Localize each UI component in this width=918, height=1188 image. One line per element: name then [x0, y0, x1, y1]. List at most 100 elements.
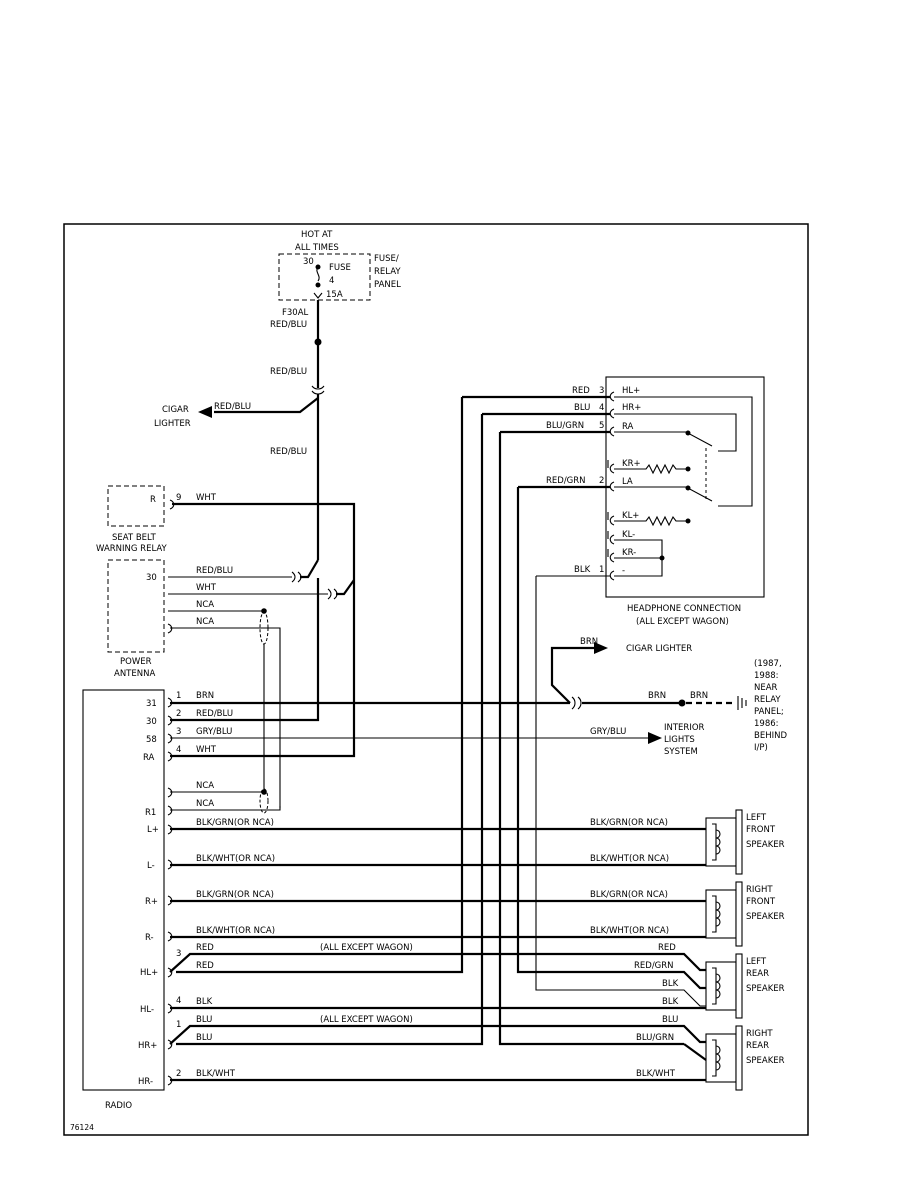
gnd-note-1: (1987,	[754, 659, 782, 669]
hp-term-ra: RA	[622, 422, 634, 432]
hp-la-switch-dot	[685, 485, 691, 491]
radio-hr-blu-1-wire	[169, 1024, 706, 1045]
rf-label-3: SPEAKER	[746, 912, 785, 922]
cigar-lighter-label-1: CIGAR	[162, 405, 189, 415]
cigar-lighter-label-2: LIGHTER	[154, 419, 191, 429]
hp-blk-pin: 1	[599, 565, 604, 575]
hp-term-klplus: KL+	[622, 511, 639, 521]
radio-hrm-label: BLK/WHT	[196, 1069, 236, 1079]
speaker-left-rear	[705, 953, 743, 1019]
radio-nca1-dot	[261, 789, 267, 795]
radio-term-30: 30	[146, 717, 157, 727]
rr-wire-blkwht-label: BLK/WHT	[636, 1069, 676, 1079]
radio-label: RADIO	[105, 1101, 132, 1111]
headphone-label-1: HEADPHONE CONNECTION	[627, 604, 741, 614]
radio-connector	[167, 967, 173, 978]
radio-shield-icon	[259, 788, 269, 814]
seat-belt-relay-label-1: SEAT BELT	[112, 533, 157, 543]
rr-wire-blu-label: BLU	[662, 1015, 678, 1025]
hot-at-label: HOT AT	[301, 230, 333, 240]
radio-term-hrminus: HR-	[138, 1077, 153, 1087]
fuse-connector-chevron	[313, 292, 323, 299]
interior-label-1: INTERIOR	[664, 723, 705, 733]
diagram-frame	[63, 223, 809, 1136]
radio-rplus-label: BLK/GRN(OR NCA)	[196, 890, 274, 900]
radio-brn-label: BRN	[196, 691, 214, 701]
power-antenna-box	[107, 559, 165, 653]
gnd-brn2-label: BRN	[690, 691, 708, 701]
speaker-icon	[705, 881, 743, 947]
hp-term-krminus: KR-	[622, 548, 636, 558]
gnd-note-6: 1986:	[754, 719, 779, 729]
radio-lminus-label: BLK/WHT(OR NCA)	[196, 854, 275, 864]
hp-blugrn-wire	[498, 430, 684, 1046]
gnd-note-2: 1988:	[754, 671, 779, 681]
fuse-label: FUSE	[329, 263, 351, 273]
antenna-redblu-connector	[291, 571, 302, 583]
headphone-label-2: (ALL EXCEPT WAGON)	[636, 617, 729, 627]
hp-blugrn-label: BLU/GRN	[546, 421, 584, 431]
power-antenna-label-2: ANTENNA	[114, 669, 155, 679]
radio-term-ra: RA	[143, 753, 155, 763]
gnd-brn1-label: BRN	[648, 691, 666, 701]
radio-pin-1: 1	[176, 691, 181, 701]
radio-all-except-2: (ALL EXCEPT WAGON)	[320, 1015, 413, 1025]
speaker-icon	[705, 953, 743, 1019]
radio-term-58: 58	[146, 735, 157, 745]
gnd-note-8: I/P)	[754, 743, 768, 753]
radio-pin-4: 4	[176, 745, 181, 755]
lf-wire-minus-label: BLK/WHT(OR NCA)	[590, 854, 669, 864]
lr-label-3: SPEAKER	[746, 984, 785, 994]
radio-nca1-label: NCA	[196, 781, 214, 791]
interior-lights: GRY/BLU INTERIOR LIGHTS SYSTEM	[590, 723, 705, 757]
fuse-panel-label-2: RELAY	[374, 267, 401, 277]
figure-id: 76124	[70, 1123, 94, 1132]
hp-red-pin: 3	[599, 386, 604, 396]
gnd-note-7: BEHIND	[754, 731, 787, 741]
hp-terminal	[609, 391, 615, 402]
speaker-icon	[705, 809, 743, 875]
fuse-amp: 15A	[326, 290, 343, 300]
gnd-cigar-arrow-icon	[594, 642, 608, 654]
radio-pin-2: 2	[176, 709, 181, 719]
interior-label-3: SYSTEM	[664, 747, 698, 757]
radio-term-lminus: L-	[147, 861, 155, 871]
rr-label-1: RIGHT	[746, 1029, 773, 1039]
hp-redgrn-wire	[516, 485, 706, 990]
gnd-splice	[678, 699, 686, 707]
hp-red-label: RED	[572, 386, 590, 396]
radio-term-lplus: L+	[147, 825, 159, 835]
lr-wire-red-label: RED	[658, 943, 676, 953]
radio-term-hlplus: HL+	[140, 968, 158, 978]
hp-terminals	[607, 391, 615, 581]
radio-pin-hl-3: 3	[176, 949, 181, 959]
hp-krminus-dot	[659, 555, 665, 561]
interior-label-2: LIGHTS	[664, 735, 695, 745]
rr-label-2: REAR	[746, 1041, 769, 1051]
fuse-panel: HOT AT ALL TIMES 30 FUSE 4 15A FUSE/ REL…	[270, 230, 401, 330]
hp-term-krplus: KR+	[622, 459, 641, 469]
radio-pin-hr-2: 2	[176, 1069, 181, 1079]
speaker-right-rear	[705, 1025, 743, 1091]
fuse-connector-id: F30AL	[282, 308, 309, 318]
radio-connector	[167, 1039, 173, 1050]
gnd-connector	[571, 696, 582, 710]
hp-hlplus-loop	[614, 396, 753, 507]
radio-hr-blu-1-label: BLU	[196, 1015, 212, 1025]
hp-klplus-resistor	[614, 515, 688, 527]
radio-hl-red-1-label: RED	[196, 943, 214, 953]
lf-label-3: SPEAKER	[746, 840, 785, 850]
lr-wire-blk2-label: BLK	[662, 997, 679, 1007]
hp-term-hlplus: HL+	[622, 386, 640, 396]
lf-label-1: LEFT	[746, 813, 767, 823]
antenna-nca1-label: NCA	[196, 600, 214, 610]
hp-la-switch	[614, 486, 713, 502]
radio-pin-3: 3	[176, 727, 181, 737]
radio-term-r1: R1	[145, 808, 156, 818]
rr-label-3: SPEAKER	[746, 1056, 785, 1066]
power-antenna-label-1: POWER	[120, 657, 152, 667]
radio-pin-hr-1: 1	[176, 1020, 181, 1030]
lf-label-2: FRONT	[746, 825, 776, 835]
fuse-box	[278, 253, 371, 301]
